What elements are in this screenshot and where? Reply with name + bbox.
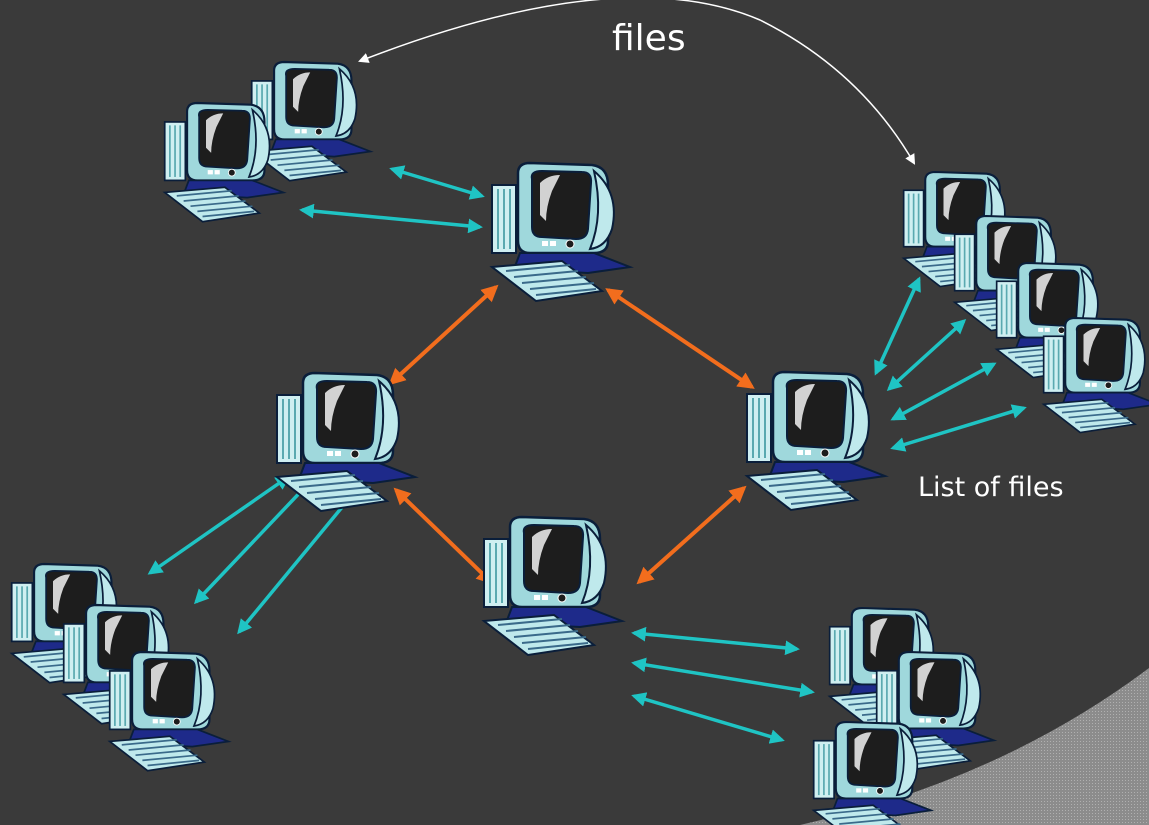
- peer-link: [299, 203, 483, 234]
- peer-link: [631, 657, 815, 698]
- peer-computer: [250, 60, 372, 182]
- peer-link: [890, 404, 1027, 452]
- supernode-links: [388, 284, 755, 585]
- peer-link: [874, 276, 921, 376]
- corner-decoration: [800, 668, 1149, 825]
- peer-link: [631, 692, 785, 744]
- peer-link: [631, 626, 800, 656]
- supernode-computer: [275, 371, 417, 513]
- supernode-link: [393, 487, 494, 585]
- file-transfer-arrow: [358, 0, 916, 165]
- peer-link: [389, 165, 485, 200]
- supernode-link: [388, 284, 499, 386]
- peer-link: [886, 319, 967, 391]
- supernode-computer: [482, 515, 624, 657]
- supernode-link: [605, 288, 755, 389]
- supernode-link: [636, 485, 747, 585]
- supernode-computer: [490, 161, 632, 303]
- list-of-files-label: List of files: [918, 472, 1064, 503]
- supernode-computer: [745, 370, 887, 512]
- files-label: files: [612, 18, 686, 59]
